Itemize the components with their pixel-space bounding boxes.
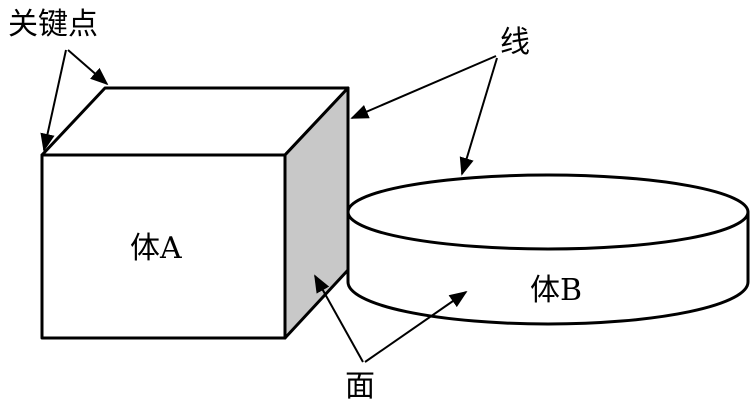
body-b-cylinder [346,173,750,326]
line-label: 线 [500,25,530,60]
body-a-label: 体A [130,231,182,266]
body-b-label: 体B [530,273,582,308]
face-arrow-cube-side [314,274,364,363]
keypoint-arrow-right [67,49,109,86]
cube-front-face [40,153,287,340]
face-label: 面 [345,369,375,404]
face-arrow-cylinder-side [364,290,468,363]
keypoint-arrow-left [40,49,67,152]
line-arrow-ellipse-edge [459,57,498,176]
body-a-cube [40,86,350,340]
keypoint-label: 关键点 [8,7,98,42]
cylinder-top-face [346,173,750,251]
line-arrow-cube-edge [350,55,497,119]
